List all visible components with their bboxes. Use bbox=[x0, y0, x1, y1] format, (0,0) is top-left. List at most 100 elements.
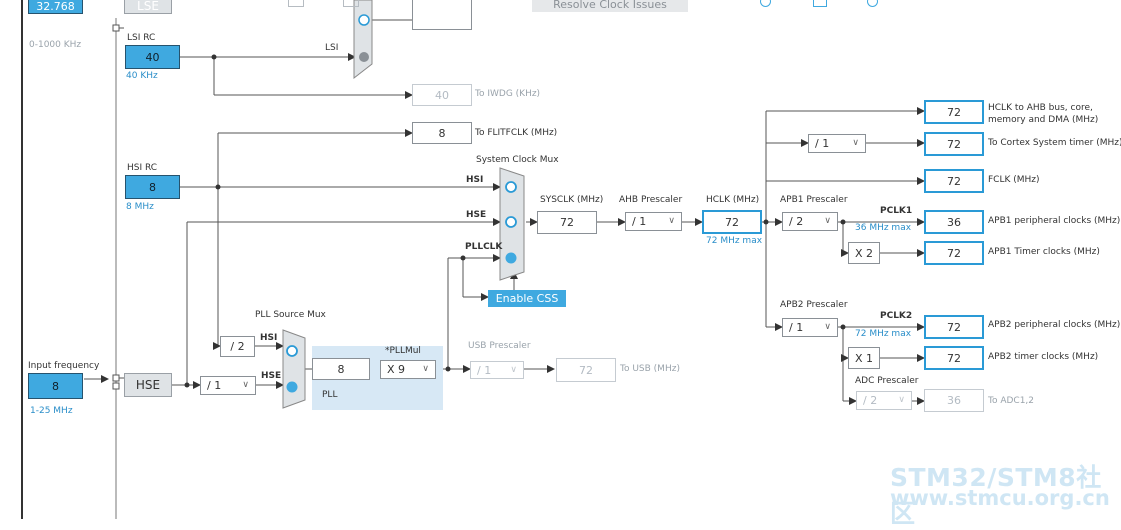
cortex-clock-value[interactable]: 72 bbox=[924, 132, 984, 156]
pll-hsi-divider: / 2 bbox=[220, 336, 255, 357]
flitfclk-label: To FLITFCLK (MHz) bbox=[475, 128, 558, 138]
usb-title: USB Prescaler bbox=[468, 341, 531, 351]
apb2-title: APB2 Prescaler bbox=[780, 300, 848, 310]
apb2-prescaler-select[interactable]: / 1 ∨ bbox=[782, 318, 838, 337]
hse-range: 1-25 MHz bbox=[30, 406, 73, 416]
chevron-down-icon: ∨ bbox=[510, 365, 517, 375]
usb-prescaler-select[interactable]: / 1 ∨ bbox=[470, 361, 524, 379]
apb1-timer-value[interactable]: 72 bbox=[924, 241, 984, 265]
cortex-divider-select[interactable]: / 1 ∨ bbox=[808, 134, 866, 153]
chevron-down-icon: ∨ bbox=[242, 380, 249, 390]
hclk-max: 72 MHz max bbox=[706, 236, 763, 246]
pll-mul-title: *PLLMul bbox=[385, 346, 421, 356]
chevron-down-icon: ∨ bbox=[668, 216, 675, 226]
adc-prescaler-value: / 2 bbox=[863, 394, 878, 407]
hsi-value[interactable]: 8 bbox=[125, 175, 180, 199]
toolbar-icon-2[interactable] bbox=[343, 0, 359, 7]
pllsrc-hsi-radio[interactable] bbox=[286, 345, 298, 357]
apb1-timer-mult: X 2 bbox=[848, 242, 880, 264]
lsi-mux-label: LSI bbox=[325, 43, 339, 53]
pclk1-label: PCLK1 bbox=[880, 206, 913, 216]
sysmux-in-hse: HSE bbox=[466, 210, 487, 220]
zoom-out-icon[interactable] bbox=[867, 0, 878, 7]
clock-wires bbox=[21, 0, 925, 519]
watermark-line2: www.stmcu.org.cn bbox=[890, 486, 1110, 510]
usb-prescaler-value: / 1 bbox=[477, 363, 492, 377]
fit-icon[interactable] bbox=[813, 0, 827, 7]
lse-box-cut: LSE bbox=[124, 0, 172, 14]
sysclk-value[interactable]: 72 bbox=[537, 211, 597, 234]
watermark-line1: STM32/STM8社区 bbox=[890, 463, 1102, 528]
adc-label: To ADC1,2 bbox=[988, 396, 1035, 406]
apb2-timer-value[interactable]: 72 bbox=[924, 346, 984, 370]
hse-input-title: Input frequency bbox=[28, 361, 100, 371]
flitfclk-value: 8 bbox=[412, 122, 472, 144]
sysmux-in-hsi: HSI bbox=[466, 175, 484, 185]
pll-input-value: 8 bbox=[312, 358, 370, 380]
apb2-prescaler-value: / 1 bbox=[789, 321, 804, 334]
pll-label: PLL bbox=[322, 390, 338, 400]
fclk-value[interactable]: 72 bbox=[924, 169, 984, 193]
apb1-prescaler-select[interactable]: / 2∨ bbox=[782, 212, 838, 231]
resolve-clock-issues-button[interactable]: Resolve Clock Issues bbox=[532, 0, 688, 12]
sysmux-title: System Clock Mux bbox=[476, 155, 559, 165]
rtc-mux bbox=[353, 0, 373, 80]
zoom-in-icon[interactable] bbox=[760, 0, 771, 7]
enable-css-button[interactable]: Enable CSS bbox=[488, 290, 566, 307]
rtc-out-cut bbox=[412, 0, 472, 30]
adc-title: ADC Prescaler bbox=[855, 376, 919, 386]
sysmux-in-pll: PLLCLK bbox=[465, 242, 503, 252]
chevron-down-icon: ∨ bbox=[824, 216, 831, 226]
iwdg-label: To IWDG (KHz) bbox=[475, 89, 541, 99]
apb1-title: APB1 Prescaler bbox=[780, 195, 848, 205]
chevron-down-icon: ∨ bbox=[824, 322, 831, 332]
chevron-down-icon: ∨ bbox=[852, 138, 859, 148]
apb2-timer-mult: X 1 bbox=[848, 347, 880, 369]
hse-box: HSE bbox=[124, 373, 172, 397]
apb2-max: 72 MHz max bbox=[855, 329, 912, 339]
pll-mul-value: X 9 bbox=[387, 363, 406, 376]
pllsrc-in-hsi: HSI bbox=[260, 333, 278, 343]
ahb-prescaler-select[interactable]: / 1 ∨ bbox=[625, 212, 682, 231]
chevron-down-icon: ∨ bbox=[898, 395, 905, 405]
apb2-periph-value[interactable]: 72 bbox=[924, 315, 984, 339]
usb-value: 72 bbox=[556, 358, 616, 382]
apb1-periph-value[interactable]: 36 bbox=[924, 210, 984, 234]
pll-source-mux bbox=[282, 329, 306, 409]
pll-source-title: PLL Source Mux bbox=[255, 310, 326, 320]
sysmux-pll-radio[interactable] bbox=[505, 252, 517, 264]
lsi-value[interactable]: 40 bbox=[125, 45, 180, 69]
ahb-clock-value[interactable]: 72 bbox=[924, 100, 984, 124]
pllsrc-hse-radio[interactable] bbox=[286, 381, 298, 393]
sysmux-hsi-radio[interactable] bbox=[505, 181, 517, 193]
apb2-timer-label: APB2 timer clocks (MHz) bbox=[988, 352, 1099, 362]
sysclk-title: SYSCLK (MHz) bbox=[540, 195, 604, 205]
cortex-divider-value: / 1 bbox=[815, 137, 830, 150]
usb-label: To USB (MHz) bbox=[620, 364, 680, 374]
chevron-down-icon: ∨ bbox=[422, 364, 429, 374]
pllsrc-in-hse: HSE bbox=[261, 371, 282, 381]
fclk-label: FCLK (MHz) bbox=[988, 175, 1040, 185]
lse-value-cut[interactable]: 32.768 bbox=[28, 0, 83, 14]
iwdg-value: 40 bbox=[412, 84, 472, 106]
lse-range: 0-1000 KHz bbox=[29, 40, 82, 50]
hclk-title: HCLK (MHz) bbox=[706, 195, 760, 205]
hsi-sub: 8 MHz bbox=[126, 202, 154, 212]
hclk-value[interactable]: 72 bbox=[702, 210, 762, 234]
hse-prediv-select[interactable]: / 1∨ bbox=[200, 376, 256, 395]
adc-prescaler-select[interactable]: / 2 ∨ bbox=[856, 391, 912, 410]
lsi-sub: 40 KHz bbox=[126, 71, 158, 81]
hse-input-value[interactable]: 8 bbox=[28, 373, 83, 399]
sysmux-hse-radio[interactable] bbox=[505, 216, 517, 228]
lsi-title: LSI RC bbox=[127, 33, 156, 43]
pll-mul-select[interactable]: X 9 ∨ bbox=[380, 360, 436, 379]
apb1-timer-label: APB1 Timer clocks (MHz) bbox=[988, 247, 1100, 257]
hsi-title: HSI RC bbox=[127, 163, 158, 173]
apb2-periph-label: APB2 peripheral clocks (MHz) bbox=[988, 320, 1121, 330]
cortex-clock-label: To Cortex System timer (MHz) bbox=[988, 138, 1121, 148]
toolbar-icon-1[interactable] bbox=[288, 0, 304, 7]
adc-value: 36 bbox=[924, 389, 984, 412]
ahb-prescaler-value: / 1 bbox=[632, 215, 647, 228]
apb1-periph-label: APB1 peripheral clocks (MHz) bbox=[988, 216, 1121, 226]
apb1-max: 36 MHz max bbox=[855, 223, 912, 233]
